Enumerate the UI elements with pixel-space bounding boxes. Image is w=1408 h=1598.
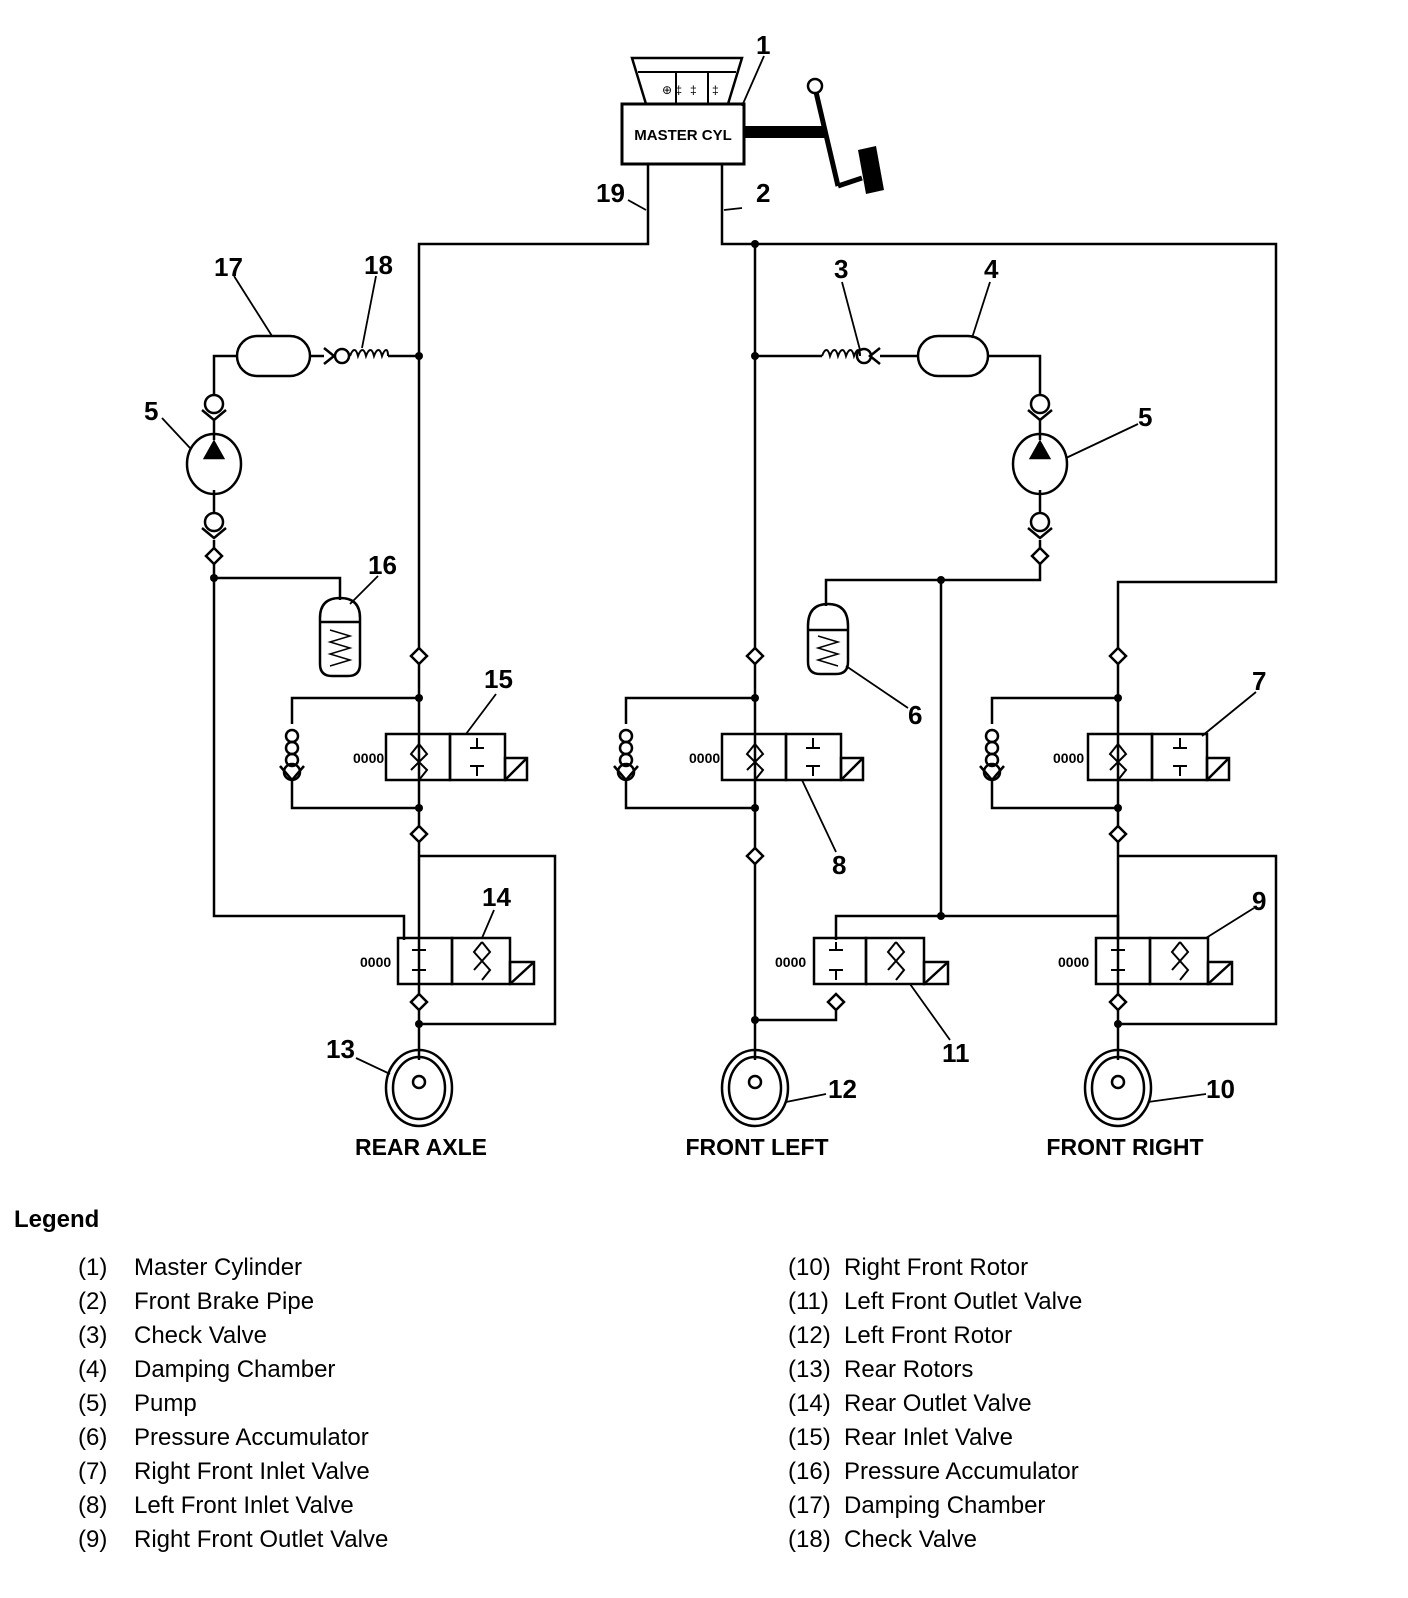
rotor-10 [1083, 1048, 1153, 1128]
callout-17: 17 [214, 252, 243, 282]
legend-item: (11)Left Front Outlet Valve [788, 1288, 1083, 1315]
callout-9: 9 [1252, 886, 1266, 916]
master-cylinder-label: MASTER CYL [634, 127, 732, 144]
brake-pipes [212, 164, 1278, 1060]
check-valve-18 [323, 347, 389, 365]
legend-item: (17)Damping Chamber [788, 1492, 1046, 1519]
callout-numbers: 1 2 19 17 18 3 4 5 5 16 15 6 7 8 14 9 11… [144, 30, 1266, 1104]
callout-6: 6 [908, 700, 922, 730]
wheel-label-front-left: FRONT LEFT [685, 1134, 828, 1160]
pump-5-left [185, 393, 243, 540]
legend-item: (12)Left Front Rotor [788, 1322, 1013, 1349]
wheel-label-rear: REAR AXLE [355, 1134, 487, 1160]
wheel-label-front-right: FRONT RIGHT [1046, 1134, 1203, 1160]
inlet-valve-15: 0000 [279, 728, 529, 782]
legend-item: (1)Master Cylinder [78, 1254, 303, 1281]
callout-7: 7 [1252, 666, 1266, 696]
callout-15: 15 [484, 664, 513, 694]
master-cylinder: ⊕ ‡ ‡ ‡ MASTER CYL [620, 56, 746, 166]
callout-11: 11 [942, 1038, 970, 1068]
pressure-accumulator-16 [318, 596, 362, 678]
svg-text:0000: 0000 [360, 954, 391, 970]
svg-text:⊕ ‡: ⊕ ‡ [662, 83, 682, 97]
junction-dots [210, 240, 1122, 1028]
svg-text:0000: 0000 [775, 954, 806, 970]
pump-5-right [1011, 393, 1069, 540]
inlet-valve-8: 0000 [613, 728, 865, 782]
legend-column-left: (1)Master Cylinder (2)Front Brake Pipe (… [78, 1254, 388, 1560]
legend-item: (4)Damping Chamber [78, 1356, 336, 1383]
callout-19: 19 [596, 178, 625, 208]
legend-title: Legend [14, 1206, 100, 1233]
callout-1: 1 [756, 30, 770, 60]
callout-14: 14 [482, 882, 511, 912]
damping-chamber-4 [916, 334, 990, 378]
damping-chamber-17 [235, 334, 312, 378]
svg-text:0000: 0000 [1058, 954, 1089, 970]
svg-text:‡: ‡ [712, 83, 719, 97]
callout-8: 8 [832, 850, 846, 880]
callout-10: 10 [1206, 1074, 1235, 1104]
outlet-valve-9: 0000 [1058, 936, 1234, 986]
callout-5-left: 5 [144, 396, 158, 426]
legend-item: (15)Rear Inlet Valve [788, 1424, 1013, 1451]
rotor-12 [720, 1048, 790, 1128]
outlet-valve-14: 0000 [360, 936, 536, 986]
legend-item: (7)Right Front Inlet Valve [78, 1458, 370, 1485]
svg-text:0000: 0000 [353, 750, 384, 766]
callout-16: 16 [368, 550, 397, 580]
legend-column-right: (10)Right Front Rotor (11)Left Front Out… [788, 1254, 1082, 1560]
legend-item: (3)Check Valve [78, 1322, 267, 1349]
callout-4: 4 [984, 254, 999, 284]
reservoir [630, 56, 744, 106]
callout-5-right: 5 [1138, 402, 1152, 432]
svg-text:0000: 0000 [1053, 750, 1084, 766]
legend-item: (5)Pump [78, 1390, 197, 1417]
callout-13: 13 [326, 1034, 355, 1064]
brake-pedal [744, 77, 884, 194]
rotor-13 [384, 1048, 454, 1128]
legend-item: (14)Rear Outlet Valve [788, 1390, 1032, 1417]
check-valve-3 [821, 347, 881, 365]
inlet-valve-7: 0000 [979, 728, 1231, 782]
filters [204, 546, 1128, 1012]
callout-12: 12 [828, 1074, 857, 1104]
svg-text:0000: 0000 [689, 750, 720, 766]
callout-3: 3 [834, 254, 848, 284]
pressure-accumulator-6 [806, 602, 850, 676]
legend-item: (16)Pressure Accumulator [788, 1458, 1079, 1485]
callout-18: 18 [364, 250, 393, 280]
svg-text:‡: ‡ [690, 83, 697, 97]
outlet-valve-11: 0000 [775, 936, 950, 986]
callout-2: 2 [756, 178, 770, 208]
legend-item: (2)Front Brake Pipe [78, 1288, 315, 1315]
legend-item: (10)Right Front Rotor [788, 1254, 1029, 1281]
legend-item: (8)Left Front Inlet Valve [78, 1492, 354, 1519]
legend-item: (9)Right Front Outlet Valve [78, 1526, 389, 1553]
leader-lines [161, 55, 1257, 1103]
legend-item: (18)Check Valve [788, 1526, 977, 1553]
brake-hydraulic-diagram: ⊕ ‡ ‡ ‡ MASTER CYL [144, 30, 1278, 1160]
legend-item: (13)Rear Rotors [788, 1356, 974, 1383]
legend-item: (6)Pressure Accumulator [78, 1424, 369, 1451]
